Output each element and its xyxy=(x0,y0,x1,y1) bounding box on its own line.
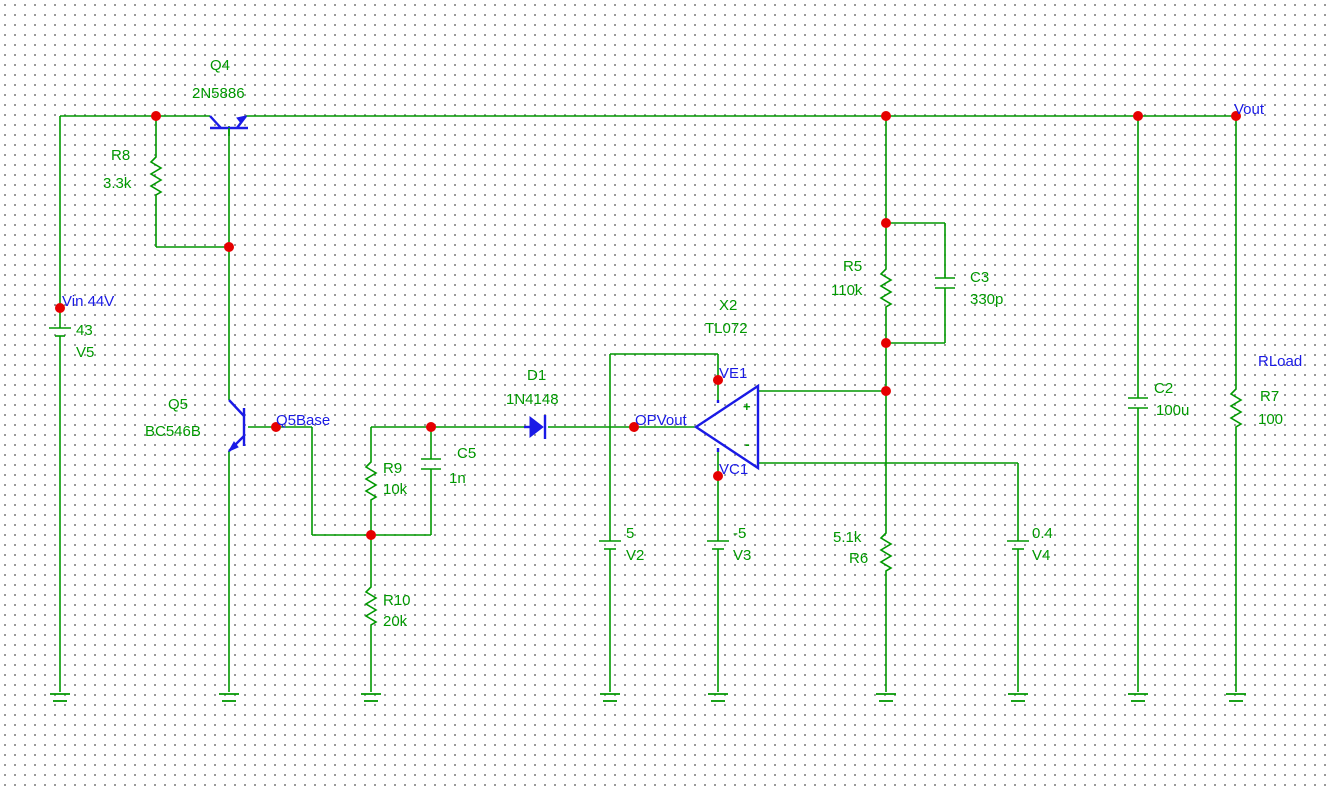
resistor-r10[interactable] xyxy=(364,580,378,630)
net-labels: Vin 44V Vout Q5Base OPVout VE1 VC1 RLoad xyxy=(62,101,1302,478)
c2-value: 100u xyxy=(1156,402,1189,419)
capacitor-c5[interactable] xyxy=(421,458,441,470)
resistor-r6[interactable] xyxy=(879,526,893,574)
ground-icon xyxy=(600,693,620,702)
ground-icon xyxy=(361,693,381,702)
ground-icon xyxy=(876,693,896,702)
v5-ref: V5 xyxy=(76,344,94,361)
v4-ref: V4 xyxy=(1032,547,1050,564)
resistor-r5[interactable] xyxy=(879,262,893,312)
battery-v3[interactable] xyxy=(707,540,729,554)
r5-ref: R5 xyxy=(843,258,862,275)
capacitor-c2[interactable] xyxy=(1128,397,1148,409)
r9-value: 10k xyxy=(383,481,408,498)
transistor-q5[interactable] xyxy=(227,399,246,453)
r9-ref: R9 xyxy=(383,460,402,477)
ground-icon xyxy=(50,693,70,702)
c3-ref: C3 xyxy=(970,269,989,286)
ground-icon xyxy=(708,693,728,702)
ground-icon xyxy=(1128,693,1148,702)
diode-d1[interactable] xyxy=(524,415,547,439)
ground-icon xyxy=(1008,693,1028,702)
net-label-ve1: VE1 xyxy=(719,365,747,382)
capacitor-c3[interactable] xyxy=(935,277,955,289)
c5-value: 1n xyxy=(449,470,466,487)
ground-icon xyxy=(1226,693,1246,702)
d1-ref: D1 xyxy=(527,367,546,384)
r8-ref: R8 xyxy=(111,147,130,164)
v2-ref: V2 xyxy=(626,547,644,564)
resistor-r9[interactable] xyxy=(364,455,378,505)
net-label-rload: RLoad xyxy=(1258,353,1302,370)
d1-value: 1N4148 xyxy=(506,391,559,408)
net-label-vin: Vin 44V xyxy=(62,293,114,310)
opamp-x2[interactable] xyxy=(693,383,760,471)
opamp-plus-pin: + xyxy=(743,399,751,414)
c2-ref: C2 xyxy=(1154,380,1173,397)
battery-v2[interactable] xyxy=(599,540,621,554)
c3-value: 330p xyxy=(970,291,1003,308)
resistor-r8[interactable] xyxy=(149,150,163,200)
net-label-vc1: VC1 xyxy=(719,461,748,478)
opamp-minus-pin: - xyxy=(745,436,750,452)
net-label-vout: Vout xyxy=(1234,101,1265,118)
r10-ref: R10 xyxy=(383,592,411,609)
x2-value: TL072 xyxy=(705,320,748,337)
v2-value: 5 xyxy=(626,525,634,542)
junction-nodes xyxy=(55,111,1241,540)
q5-ref: Q5 xyxy=(168,396,188,413)
c5-ref: C5 xyxy=(457,445,476,462)
battery-v4[interactable] xyxy=(1007,540,1029,554)
wires xyxy=(59,115,1237,692)
net-label-opvout: OPVout xyxy=(635,412,688,429)
r7-ref: R7 xyxy=(1260,388,1279,405)
q4-ref: Q4 xyxy=(210,57,230,74)
r8-value: 3.3k xyxy=(103,175,132,192)
ground-icon xyxy=(219,693,239,702)
component-labels: Q4 2N5886 R8 3.3k 43 V5 Q5 BC546B R9 10k… xyxy=(76,57,1283,630)
net-label-q5base: Q5Base xyxy=(276,412,330,429)
r6-ref: R6 xyxy=(849,550,868,567)
q5-value: BC546B xyxy=(145,423,201,440)
battery-v5[interactable] xyxy=(49,327,71,351)
ground-symbols xyxy=(50,693,1246,702)
v4-value: 0.4 xyxy=(1032,525,1053,542)
r5-value: 110k xyxy=(831,282,863,299)
r6-value: 5.1k xyxy=(833,529,862,546)
x2-ref: X2 xyxy=(719,297,737,314)
transistor-q4[interactable] xyxy=(209,115,248,136)
resistor-r7[interactable] xyxy=(1229,382,1243,432)
r10-value: 20k xyxy=(383,613,408,630)
r7-value: 100 xyxy=(1258,411,1283,428)
v3-value: -5 xyxy=(733,525,746,542)
q4-value: 2N5886 xyxy=(192,85,245,102)
v3-ref: V3 xyxy=(733,547,751,564)
v5-value: 43 xyxy=(76,322,93,339)
